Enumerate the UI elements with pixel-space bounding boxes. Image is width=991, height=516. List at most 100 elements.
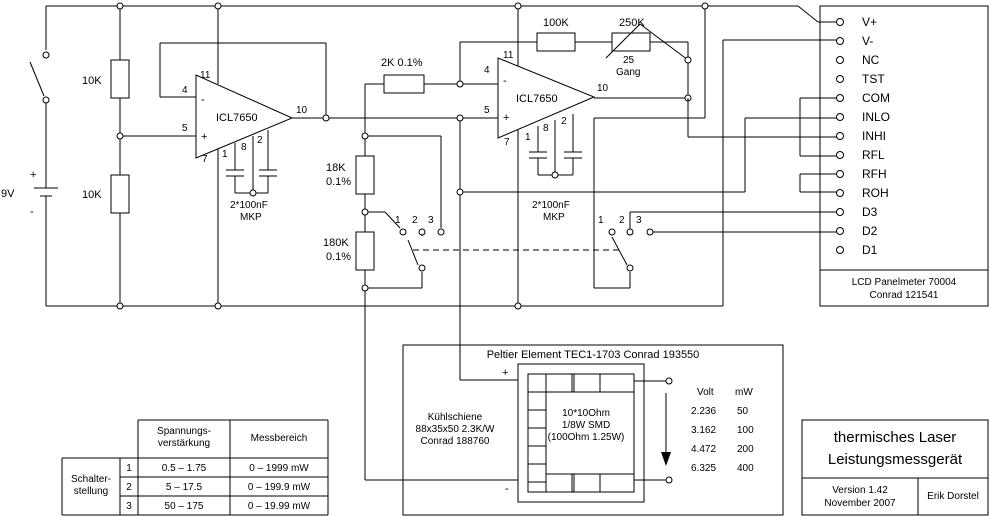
opamp2-pin5: 5 <box>484 105 490 116</box>
range-switch-2: 1 2 3 <box>593 6 840 289</box>
col-mw: mW <box>735 387 753 398</box>
opamp1-pin1: 1 <box>222 149 228 160</box>
meter-pin-label: V+ <box>862 15 877 29</box>
r180k-label: 180K <box>323 237 349 249</box>
peltier-module: Peltier Element TEC1-1703 Conrad 193550 … <box>402 344 784 516</box>
peltier-cell <box>545 473 575 493</box>
meter-pin-label: ROH <box>862 186 889 200</box>
battery-minus: - <box>30 206 34 218</box>
meter-pin-label: D3 <box>862 205 878 219</box>
peltier-cell <box>527 409 547 429</box>
peltier-plus: + <box>502 367 508 379</box>
meter-pin-terminal <box>836 94 844 102</box>
junction-dots <box>116 2 709 310</box>
title-block: thermisches Laser Leistungsmessgerät Ver… <box>801 419 989 516</box>
meter-pin-terminal <box>836 56 844 64</box>
voltage-divider: 10K 10K <box>82 6 196 306</box>
opamp1-minus: - <box>201 94 205 106</box>
meter-pin-terminal <box>836 37 844 45</box>
power-row-mw: 50 <box>737 406 749 417</box>
meter-pin-terminal <box>836 75 844 83</box>
opamp2-caps-label: 2*100nF <box>532 200 570 211</box>
meter-pin-label: D2 <box>862 224 878 238</box>
heater-total: (100Ohm 1.25W) <box>548 432 625 443</box>
r180k-tolerance: 0.1% <box>326 251 351 263</box>
arrow-down-icon <box>661 452 671 466</box>
meter-pin-label: D1 <box>862 243 878 257</box>
peltier-cell <box>545 373 575 393</box>
peltier-minus: - <box>505 483 509 495</box>
heatsink-spec: 88x35x50 2.3K/W <box>416 424 495 435</box>
battery-plus: + <box>30 169 36 181</box>
table-row-range: 0 – 1999 mW <box>249 463 309 474</box>
opamp2-pin2: 2 <box>561 116 567 127</box>
r-input-label: 2K 0.1% <box>381 57 423 69</box>
meter-pin-label: RFL <box>862 148 885 162</box>
power-row-mw: 400 <box>737 463 754 474</box>
meter-pin-label: COM <box>862 91 890 105</box>
opamp2-pin7: 7 <box>504 137 510 148</box>
table-row-pos: 1 <box>126 463 132 474</box>
meter-pin-label: INLO <box>862 110 890 124</box>
power-row-mw: 100 <box>737 425 754 436</box>
r18k-label: 18K <box>326 162 346 174</box>
range-switch-1: 1 2 3 <box>365 135 622 289</box>
meter-pin-label: TST <box>862 72 885 86</box>
opamp2-pin1: 1 <box>525 132 531 143</box>
meter-pin-label: V- <box>862 34 873 48</box>
header-gain-1: Spannungs- <box>157 426 211 437</box>
switch2-pos1: 1 <box>598 215 604 226</box>
meter-pin-terminal <box>836 151 844 159</box>
meter-name: LCD Panelmeter 70004 <box>852 277 957 288</box>
meter-pin-terminal <box>836 189 844 197</box>
opamp2-minus: - <box>503 75 507 87</box>
opamp1-caps-label: 2*100nF <box>230 200 268 211</box>
table-row-range: 0 – 199.9 mW <box>248 482 311 493</box>
power-row-volt: 3.162 <box>691 425 716 436</box>
meter-pin-terminal <box>836 132 844 140</box>
opamp1-plus: + <box>201 131 207 143</box>
battery-label: 9V <box>1 188 15 200</box>
meter-pin-terminal <box>836 227 844 235</box>
title-line-2: Leistungsmessgerät <box>828 451 963 468</box>
meter-pin-terminal <box>836 113 844 121</box>
table-row-gain: 0.5 – 1.75 <box>162 463 207 474</box>
row-label-2: stellung <box>74 486 108 497</box>
opamp2-pin4: 4 <box>484 65 490 76</box>
pot-gang-label: Gang <box>616 67 640 78</box>
opamp1-pin11: 11 <box>200 70 211 81</box>
heater-type: 1/8W SMD <box>562 420 610 431</box>
meter-pin-label: NC <box>862 53 880 67</box>
heatsink-order: Conrad 188760 <box>421 436 490 447</box>
opamp1-label: ICL7650 <box>216 112 258 124</box>
peltier-title: Peltier Element TEC1-1703 Conrad 193550 <box>487 349 700 361</box>
peltier-cell <box>527 373 547 393</box>
row-label-1: Schalter- <box>71 474 111 485</box>
col-volt: Volt <box>697 387 714 398</box>
switch1-pos3: 3 <box>428 215 434 226</box>
opamp2-plus: + <box>503 112 509 124</box>
divider-r-bottom-label: 10K <box>82 189 102 201</box>
switch2-pos3: 3 <box>636 215 642 226</box>
power-row-mw: 200 <box>737 444 754 455</box>
date-label: November 2007 <box>824 498 896 509</box>
r100k-label: 100K <box>543 17 569 29</box>
pot-gang-count: 25 <box>623 55 635 66</box>
peltier-cell <box>527 463 547 483</box>
opamp1-pin10: 10 <box>296 105 308 116</box>
author-label: Erik Dorstel <box>927 491 979 502</box>
meter-order: Conrad 121541 <box>870 290 939 301</box>
gain-resistor-chain: 2K 0.1% 18K 0.1% 180K 0.1% <box>323 57 518 481</box>
peltier-cell <box>527 391 547 411</box>
header-gain-2: verstärkung <box>158 438 210 449</box>
power-row-volt: 6.325 <box>691 463 716 474</box>
meter-wiring <box>459 97 840 381</box>
switch1-pos1: 1 <box>395 215 401 226</box>
range-table: Spannungs- verstärkung Messbereich Schal… <box>61 419 329 516</box>
peltier-cell <box>571 473 601 493</box>
peltier-cell <box>527 445 547 465</box>
opamp1-pin4: 4 <box>182 85 188 96</box>
